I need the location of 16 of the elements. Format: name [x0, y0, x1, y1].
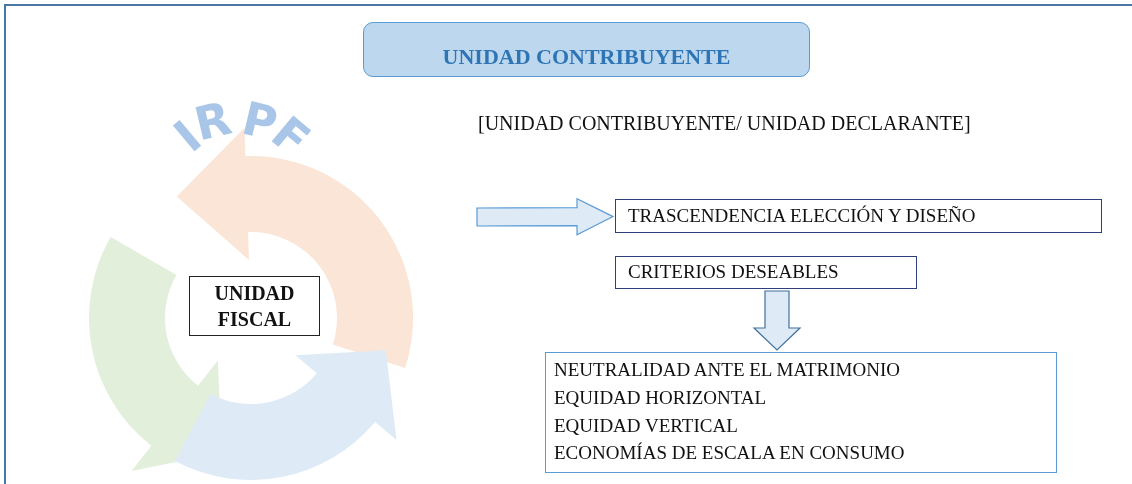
list-item-text: EQUIDAD VERTICAL: [554, 414, 738, 438]
title-box: [363, 22, 810, 77]
center-box: [189, 276, 320, 336]
text-box: [615, 199, 1102, 233]
block-arrow: [476, 197, 615, 236]
list-box: [545, 352, 1057, 473]
subtitle-text: [UNIDAD CONTRIBUYENTE/ UNIDAD DECLARANTE]: [478, 112, 971, 135]
box-text: CRITERIOS DESEABLES: [628, 261, 839, 284]
center-text: UNIDAD FISCAL: [213, 281, 296, 332]
list-item-text: EQUIDAD HORIZONTAL: [554, 386, 767, 410]
list-item-text: NEUTRALIDAD ANTE EL MATRIMONIO: [554, 359, 900, 382]
list-item-text: ECONOMÍAS DE ESCALA EN CONSUMO: [554, 442, 905, 466]
title-text: UNIDAD CONTRIBUYENTE: [442, 43, 731, 70]
text-box: [615, 256, 917, 289]
box-text: TRASCENDENCIA ELECCIÓN Y DISEÑO: [628, 204, 976, 228]
block-arrow: [752, 290, 802, 351]
